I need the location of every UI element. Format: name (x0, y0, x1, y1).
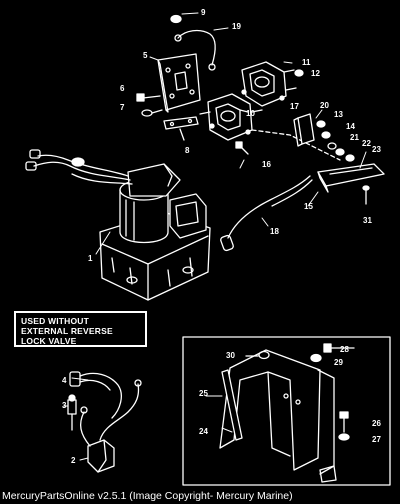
part-30-nut (245, 350, 270, 360)
callout-17: 17 (290, 102, 299, 111)
callout-12: 12 (311, 69, 320, 78)
callout-21: 21 (350, 133, 359, 142)
callout-27: 27 (372, 435, 381, 444)
callout-29: 29 (334, 358, 343, 367)
callout-2: 2 (71, 456, 76, 465)
part-19-wire (174, 29, 216, 71)
part-23-nut (345, 154, 355, 162)
callout-11: 11 (302, 58, 311, 67)
part-21-washer (327, 142, 337, 150)
callout-31: 31 (363, 216, 372, 225)
part-5-mounting-plate (157, 53, 201, 113)
callout-28: 28 (340, 345, 349, 354)
part-13-washer (316, 120, 326, 128)
copyright-caption: MercuryPartsOnline v2.5.1 (Image Copyrig… (2, 490, 293, 502)
callout-26: 26 (372, 419, 381, 428)
part-25-rod (221, 369, 243, 441)
part-26-screw (339, 411, 349, 433)
part-11-solenoid (241, 61, 297, 107)
part-15-switch-bar (317, 163, 385, 193)
part-22-washer (335, 148, 345, 156)
part-20-bracket (293, 113, 315, 147)
callout-16: 16 (262, 160, 271, 169)
part-3-switch (67, 394, 77, 431)
callout-5: 5 (143, 51, 148, 60)
part-12-nut (294, 69, 304, 77)
part-2-relay (79, 379, 142, 473)
callout-18: 18 (270, 227, 279, 236)
callout-7: 7 (120, 103, 125, 112)
part-6-screw (136, 93, 161, 102)
part-10-leader (239, 109, 249, 113)
part-29-nut (310, 353, 322, 363)
inset-frame (182, 336, 391, 486)
part-31-screw (362, 185, 370, 205)
callout-20: 20 (320, 101, 329, 110)
part-28-screw (323, 343, 355, 353)
part-27-washer (338, 433, 350, 441)
callout-10: 10 (246, 109, 255, 118)
usage-note-box: USED WITHOUT EXTERNAL REVERSE LOCK VALVE (14, 311, 147, 347)
part-8-bracket (163, 116, 199, 141)
callout-6: 6 (120, 84, 125, 93)
callout-9: 9 (201, 8, 206, 17)
part-24-bracket (219, 349, 337, 483)
callout-4: 4 (62, 376, 67, 385)
part-18-wire-harness (220, 175, 313, 252)
callout-24: 24 (199, 427, 208, 436)
assembly-line (251, 129, 341, 161)
part-1-pump-motor (25, 149, 211, 301)
callout-15: 15 (304, 202, 313, 211)
part-9-nut (170, 14, 182, 24)
callout-13: 13 (334, 110, 343, 119)
leader-lines (63, 12, 367, 461)
callout-22: 22 (362, 139, 371, 148)
callout-3: 3 (62, 401, 67, 410)
part-14-nut (321, 131, 331, 139)
callout-14: 14 (346, 122, 355, 131)
callout-25: 25 (199, 389, 208, 398)
callout-8: 8 (185, 146, 190, 155)
part-7-washer (141, 109, 163, 117)
callout-19: 19 (232, 22, 241, 31)
part-16-screw (235, 141, 249, 155)
callout-23: 23 (372, 145, 381, 154)
callout-1: 1 (88, 254, 93, 263)
callout-30: 30 (226, 351, 235, 360)
